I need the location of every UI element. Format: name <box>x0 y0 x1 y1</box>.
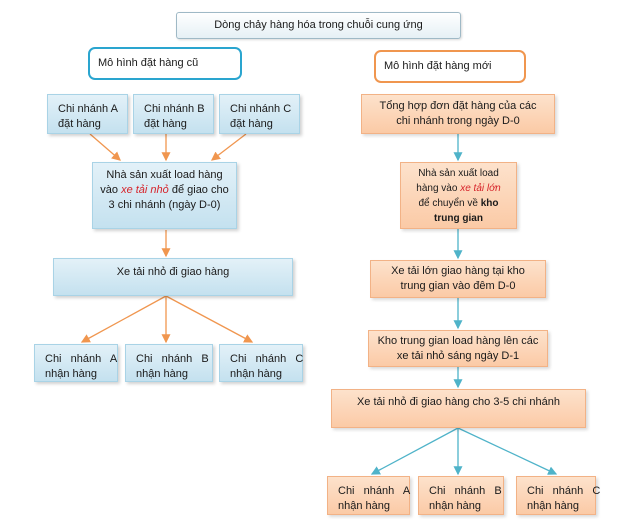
branch-action: đặt hàng <box>144 118 187 130</box>
warehouse-line1: Kho trung gian load hàng lên các <box>377 335 539 347</box>
manufacturer-line3: để chuyển về kho <box>401 196 516 211</box>
aggregate-line2: chi nhánh trong ngày D-0 <box>396 115 520 127</box>
new-link-receive-a <box>370 427 459 475</box>
branch-action: nhận hàng <box>338 500 390 512</box>
text-fragment: để chuyển về <box>418 198 481 209</box>
new-warehouse-box: Kho trung gian load hàng lên các xe tải … <box>368 330 548 367</box>
branch-name: Chi nhánh C <box>527 485 601 497</box>
branch-action: nhận hàng <box>136 368 188 380</box>
branch-name: Chi nhánh A <box>338 485 411 497</box>
manufacturer-line3: 3 chi nhánh (ngày D-0) <box>108 199 221 211</box>
branch-name: Chi nhánh C <box>230 353 304 365</box>
new-model-label: Mô hình đặt hàng mới <box>374 50 526 83</box>
old-manufacturer-box: Nhà sản xuất load hàng vào xe tải nhỏ để… <box>92 162 237 229</box>
old-branch-b-receive: Chi nhánh B nhận hàng <box>125 344 213 382</box>
branch-action: nhận hàng <box>527 500 579 512</box>
old-branch-a-order: Chi nhánh A đặt hàng <box>47 94 128 134</box>
diagram-title: Dòng chảy hàng hóa trong chuỗi cung ứng <box>176 12 461 39</box>
text-fragment: vào <box>100 184 122 196</box>
text-fragment: để giao cho <box>168 184 229 196</box>
text-fragment: hàng vào <box>416 183 461 194</box>
old-branch-c-order: Chi nhánh C đặt hàng <box>219 94 300 134</box>
manufacturer-line1: Nhà sản xuất load <box>418 168 499 179</box>
manufacturer-line1: Nhà sản xuất load hàng <box>106 169 223 181</box>
branch-action: nhận hàng <box>429 500 481 512</box>
branch-action: nhận hàng <box>45 368 97 380</box>
branch-name: Chi nhánh B <box>429 485 502 497</box>
branch-name: Chi nhánh B <box>136 353 209 365</box>
branch-name: Chi nhánh A <box>58 103 118 115</box>
big-truck-line2: trung gian vào đêm D-0 <box>400 280 516 292</box>
warehouse-line2: xe tải nhỏ sáng ngày D-1 <box>396 350 520 362</box>
small-truck-text: Xe tải nhỏ đi giao hàng <box>116 266 230 278</box>
new-branch-c-receive: Chi nhánh C nhận hàng <box>516 476 601 515</box>
small-truck-highlight: xe tải nhỏ <box>121 184 169 196</box>
branch-action: đặt hàng <box>230 118 273 130</box>
small-truck-text: Xe tải nhỏ đi giao hàng cho 3-5 chi nhán… <box>356 396 561 408</box>
new-small-truck-box: Xe tải nhỏ đi giao hàng cho 3-5 chi nhán… <box>331 389 586 428</box>
old-branch-a-receive: Chi nhánh A nhận hàng <box>34 344 118 382</box>
big-truck-line1: Xe tải lớn giao hàng tại kho <box>391 265 525 277</box>
old-link-order-c <box>210 133 247 161</box>
old-link-receive-c <box>165 295 254 343</box>
new-link-receive-c <box>457 427 558 475</box>
aggregate-line1: Tổng hợp đơn đặt hàng của các <box>379 100 537 112</box>
branch-action: nhận hàng <box>230 368 282 380</box>
branch-name: Chi nhánh A <box>45 353 118 365</box>
manufacturer-line2: hàng vào xe tải lớn <box>401 181 516 196</box>
new-manufacturer-box: Nhà sản xuất load hàng vào xe tải lớn để… <box>400 162 517 229</box>
new-big-truck-box: Xe tải lớn giao hàng tại kho trung gian … <box>370 260 546 298</box>
big-truck-highlight: xe tải lớn <box>460 183 501 194</box>
branch-name: Chi nhánh B <box>144 103 205 115</box>
old-branch-b-order: Chi nhánh B đặt hàng <box>133 94 214 134</box>
manufacturer-line4: trung gian <box>434 213 483 224</box>
old-branch-c-receive: Chi nhánh C nhận hàng <box>219 344 303 382</box>
old-link-order-a <box>89 133 121 161</box>
old-link-receive-a <box>80 295 167 343</box>
manufacturer-line2: vào xe tải nhỏ để giao cho <box>93 183 236 198</box>
branch-action: đặt hàng <box>58 118 101 130</box>
new-aggregate-box: Tổng hợp đơn đặt hàng của các chi nhánh … <box>361 94 555 134</box>
old-model-label: Mô hình đặt hàng cũ <box>88 47 242 80</box>
branch-name: Chi nhánh C <box>230 103 292 115</box>
new-branch-a-receive: Chi nhánh A nhận hàng <box>327 476 410 515</box>
warehouse-highlight: kho <box>480 198 499 209</box>
new-branch-b-receive: Chi nhánh B nhận hàng <box>418 476 504 515</box>
old-small-truck-box: Xe tải nhỏ đi giao hàng <box>53 258 293 296</box>
